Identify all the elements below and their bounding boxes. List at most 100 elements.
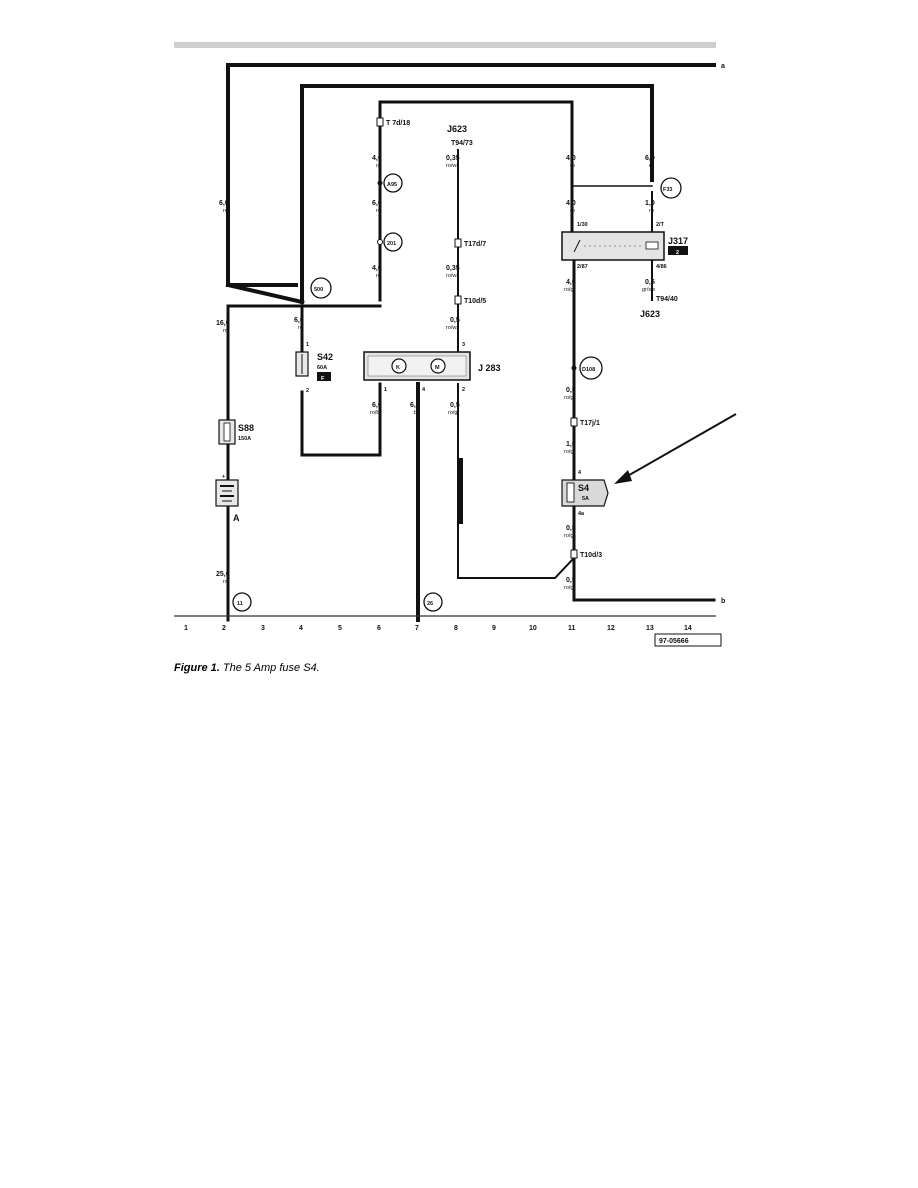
connector-t10d3: T10d/3 (570, 549, 602, 559)
scan-band (174, 42, 716, 48)
svg-text:0,5: 0,5 (450, 402, 460, 409)
grid-number: 9 (492, 625, 496, 632)
reference-id: 97-05666 (659, 638, 689, 645)
grid-number: 3 (261, 625, 265, 632)
grid-number: 1 (184, 625, 188, 632)
junction-dot (571, 365, 577, 371)
svg-text:ro/ws: ro/ws (446, 273, 459, 279)
relay-j283: K M J 283 (363, 351, 501, 381)
wire-label: 0,5ro/ws (446, 317, 460, 331)
svg-text:F33: F33 (663, 187, 672, 193)
reference-box (654, 633, 722, 647)
grid-number: 5 (338, 625, 342, 632)
connector-t10d5: T10d/5 (454, 295, 486, 305)
svg-text:0,35: 0,35 (446, 155, 460, 162)
fuse-s88: S88 150A (218, 419, 254, 445)
pin-label: 2/T (656, 222, 665, 228)
wire-label: 6,0ro/bl (370, 402, 382, 416)
grid-number: 13 (646, 625, 654, 632)
wiring-diagram: a b 1 2 3 4 5 6 7 8 9 10 11 12 13 14 97-… (174, 42, 737, 647)
svg-text:6,0: 6,0 (645, 155, 655, 162)
node-500: 500 (310, 277, 332, 299)
svg-text:11: 11 (237, 601, 243, 607)
svg-text:0,35: 0,35 (446, 265, 460, 272)
svg-text:ro/bl: ro/bl (370, 410, 381, 416)
svg-text:ro/gr: ro/gr (564, 449, 575, 455)
svg-text:ro: ro (223, 208, 228, 214)
pin-label: 1 (306, 342, 309, 348)
svg-text:J623: J623 (447, 124, 467, 134)
svg-text:25,0: 25,0 (216, 571, 230, 578)
svg-text:ro: ro (376, 273, 381, 279)
grid-number: 7 (415, 625, 419, 632)
pin-label: 2/87 (577, 264, 588, 270)
grid-number: 6 (377, 625, 381, 632)
pin-label: 3 (462, 342, 465, 348)
junction-dot (377, 239, 383, 245)
svg-text:4,0: 4,0 (372, 265, 382, 272)
caption-text: The 5 Amp fuse S4. (222, 662, 320, 674)
svg-text:ro/ws: ro/ws (446, 325, 459, 331)
grid-numbers: 1 2 3 4 5 6 7 8 9 10 11 12 13 14 (184, 625, 692, 632)
svg-text:J623: J623 (640, 309, 660, 319)
svg-text:gr/sw: gr/sw (642, 287, 655, 293)
svg-text:M: M (435, 365, 440, 371)
svg-text:S42: S42 (317, 352, 333, 362)
wire-labels: 6,0ro 16,0ro 25,0ro 6,0ro 4,0ro 6,0ro 4,… (216, 155, 655, 591)
svg-text:ro/gr: ro/gr (448, 410, 459, 416)
grid-number: 10 (529, 625, 537, 632)
svg-text:500: 500 (314, 287, 323, 293)
svg-text:ro: ro (649, 163, 654, 169)
pin-label: 1/30 (577, 222, 588, 228)
pin-label: 4 (422, 387, 426, 393)
svg-text:J317: J317 (668, 236, 688, 246)
svg-text:4,0: 4,0 (566, 279, 576, 286)
svg-text:150A: 150A (238, 436, 251, 442)
svg-text:0,5: 0,5 (645, 279, 655, 286)
wire-label: 6,0ro (645, 155, 655, 169)
wire-label: 16,0ro (216, 320, 230, 334)
svg-text:1,0: 1,0 (566, 441, 576, 448)
svg-text:60A: 60A (317, 365, 327, 371)
relay-j317: J317 2 (561, 231, 688, 261)
svg-text:ro/ws: ro/ws (446, 163, 459, 169)
grid-number: 8 (454, 625, 458, 632)
grid-number: 11 (568, 625, 576, 632)
edge-label-a: a (721, 63, 725, 70)
wire-label: 4,0ro (566, 200, 576, 214)
svg-text:br: br (414, 410, 419, 416)
pin-label: 4a (578, 511, 585, 517)
wire-loop-col6-col11 (378, 100, 574, 302)
svg-text:2: 2 (676, 250, 679, 256)
connector-t17j1: T17j/1 (570, 417, 600, 427)
svg-text:6,0: 6,0 (294, 317, 304, 324)
node-d108: D108 (579, 356, 603, 380)
pin-label: 2 (462, 387, 465, 393)
junction-dot (377, 180, 383, 186)
svg-text:T94/40: T94/40 (656, 296, 678, 303)
wire-label: 4,0ro/gr (564, 279, 576, 293)
svg-text:6,0: 6,0 (219, 200, 229, 207)
svg-text:26: 26 (427, 601, 433, 607)
svg-text:A: A (233, 513, 240, 523)
wire-label: 0,5ro/gr (448, 402, 460, 416)
grid-number: 2 (222, 625, 226, 632)
svg-text:T 7d/18: T 7d/18 (386, 120, 410, 127)
svg-text:201: 201 (387, 241, 396, 247)
figure-caption: Figure 1. The 5 Amp fuse S4. (174, 662, 320, 674)
svg-text:ro: ro (298, 325, 303, 331)
wire-diagonal-500 (225, 282, 305, 305)
fuse-s42: S42 60A F (295, 351, 333, 382)
wire-label: 1,0ro/gr (564, 441, 576, 455)
svg-text:F: F (321, 376, 325, 382)
svg-text:0,5: 0,5 (566, 577, 576, 584)
svg-text:1,0: 1,0 (645, 200, 655, 207)
grid-number: 4 (299, 625, 303, 632)
svg-text:ro: ro (223, 579, 228, 585)
svg-text:ro/gr: ro/gr (564, 287, 575, 293)
svg-text:16,0: 16,0 (216, 320, 230, 327)
svg-text:ro/gr: ro/gr (564, 533, 575, 539)
svg-text:ro/gr: ro/gr (564, 585, 575, 591)
pin-label: 4 (578, 470, 582, 476)
node-201: 201 (383, 232, 403, 252)
